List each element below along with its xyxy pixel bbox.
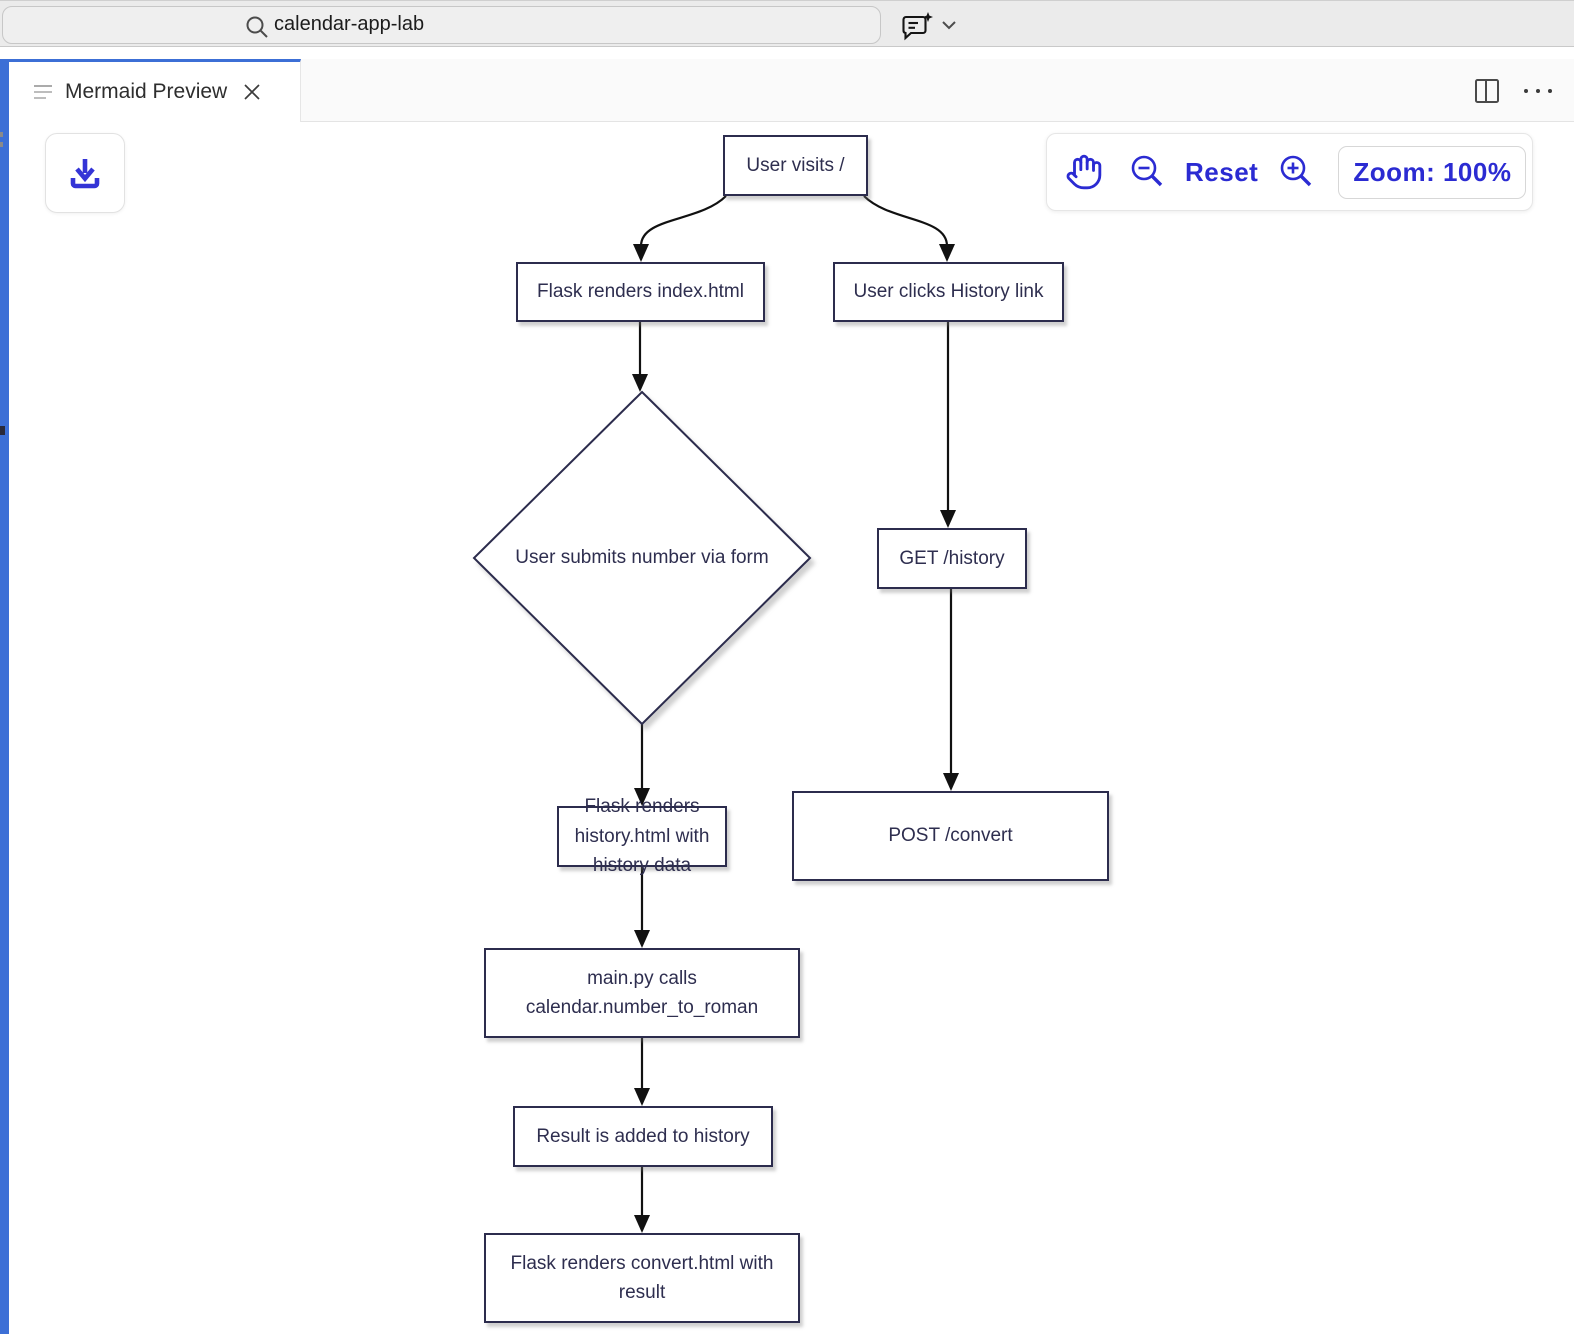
- system-top-bar: [0, 0, 1574, 47]
- edge-artifact: [0, 426, 5, 435]
- tab-strip-actions: [1474, 59, 1554, 122]
- zoom-in-button[interactable]: [1276, 152, 1316, 192]
- flow-node-render-convert: Flask renders convert.html with result: [484, 1233, 800, 1323]
- editor-tab-strip: Mermaid Preview: [9, 59, 1574, 122]
- more-actions-icon[interactable]: [1522, 83, 1554, 99]
- zoom-level-badge: Zoom: 100%: [1338, 145, 1527, 199]
- flow-node-history-link: User clicks History link: [833, 262, 1064, 322]
- flow-node-result-history: Result is added to history: [513, 1106, 773, 1167]
- pan-button[interactable]: [1065, 153, 1103, 191]
- flow-node-submit-form: User submits number via form: [515, 547, 769, 568]
- zoom-out-icon: [1131, 155, 1163, 187]
- flow-node-diamond-shape: [472, 390, 812, 726]
- download-icon: [70, 159, 100, 189]
- flow-node-render-history: POST /convert: [792, 791, 1109, 881]
- edge-artifact: [0, 132, 3, 137]
- hand-icon: [1066, 154, 1102, 190]
- ai-chat-compose-icon: [902, 12, 933, 41]
- close-icon[interactable]: [241, 81, 263, 103]
- global-search-field[interactable]: [2, 6, 881, 44]
- flow-node-post-convert: Flask renders history.html with history …: [557, 796, 727, 876]
- reset-button[interactable]: Reset: [1185, 156, 1259, 187]
- panel-focus-border: [0, 59, 9, 1334]
- mermaid-preview-surface: Reset Zoom: 100%: [0, 122, 1574, 1334]
- split-editor-icon[interactable]: [1474, 78, 1500, 104]
- preview-file-icon: [34, 85, 52, 99]
- flowchart-edges: [472, 195, 959, 1233]
- zoom-controls-panel: Reset Zoom: 100%: [1046, 133, 1533, 211]
- ai-compose-button[interactable]: [900, 11, 936, 43]
- flow-node-get-history: GET /history: [877, 528, 1027, 589]
- search-input[interactable]: [274, 7, 834, 42]
- tab-title: Mermaid Preview: [65, 80, 228, 103]
- tab-mermaid-preview[interactable]: Mermaid Preview: [9, 59, 301, 122]
- flowchart-canvas[interactable]: User visits / Flask renders index.html U…: [0, 122, 1574, 1334]
- download-button[interactable]: [45, 133, 125, 213]
- flow-node-flask-index: Flask renders index.html: [516, 262, 765, 322]
- zoom-in-icon: [1281, 155, 1312, 187]
- search-icon: [246, 16, 268, 38]
- edge-artifact: [0, 142, 3, 147]
- chevron-down-icon[interactable]: [938, 15, 960, 35]
- flow-node-user-visits: User visits /: [723, 135, 868, 196]
- window-gap: [0, 47, 1574, 59]
- flow-node-mainpy-calls: main.py calls calendar.number_to_roman: [484, 948, 800, 1038]
- zoom-out-button[interactable]: [1127, 152, 1167, 192]
